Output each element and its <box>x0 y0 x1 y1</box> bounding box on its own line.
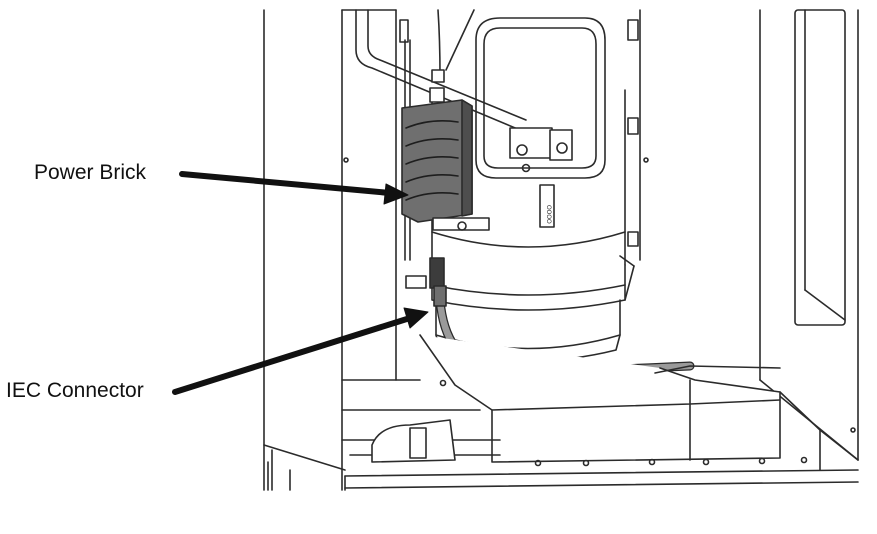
iec-connector-label: IEC Connector <box>6 379 144 402</box>
base-trays <box>267 334 859 491</box>
power-brick <box>401 87 490 231</box>
refrigerant-pipes <box>355 9 573 173</box>
svg-text:OOOO: OOOO <box>545 205 551 224</box>
power-brick-label: Power Brick <box>34 161 147 184</box>
power-brick-arrow <box>179 171 409 205</box>
iec-connector-arrow <box>172 307 429 395</box>
